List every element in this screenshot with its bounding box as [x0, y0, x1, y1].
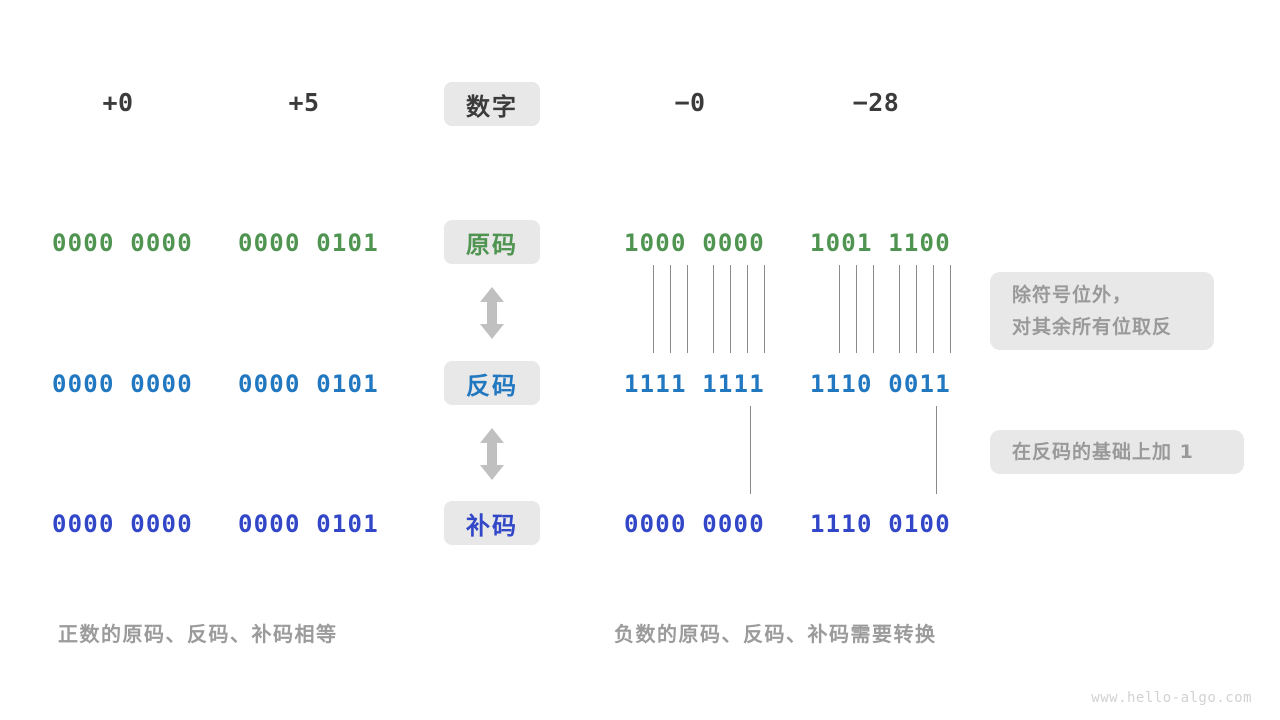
row-yuanma-plus-five: 0000 0101: [238, 229, 379, 257]
connector-line-invert: [764, 265, 765, 353]
row-fanma-minus-twentyeight: 1110 0011: [810, 370, 951, 398]
connector-line-invert: [713, 265, 714, 353]
invert-note: 除符号位外， 对其余所有位取反: [990, 272, 1214, 350]
connector-line-invert: [839, 265, 840, 353]
connector-line-invert: [899, 265, 900, 353]
row-buma-minus-zero: 0000 0000: [624, 510, 765, 538]
connector-line-invert: [873, 265, 874, 353]
connector-line-invert: [747, 265, 748, 353]
row-yuanma-plus-zero: 0000 0000: [52, 229, 193, 257]
connector-line-invert: [856, 265, 857, 353]
connector-line-invert: [933, 265, 934, 353]
invert-note-line-1: 除符号位外，: [1012, 284, 1133, 306]
connector-line-invert: [916, 265, 917, 353]
connector-line-invert: [670, 265, 671, 353]
header-minus-zero: −0: [674, 88, 706, 117]
caption-negative: 负数的原码、反码、补码需要转换: [614, 622, 937, 646]
row-fanma-plus-zero: 0000 0000: [52, 370, 193, 398]
row-buma-plus-five: 0000 0101: [238, 510, 379, 538]
row-label-yuanma: 原码: [444, 220, 540, 264]
double-arrow-icon-yuanma-fanma: [479, 287, 505, 339]
row-label-buma: 补码: [444, 501, 540, 545]
header-plus-five: +5: [288, 88, 320, 117]
row-yuanma-minus-zero: 1000 0000: [624, 229, 765, 257]
connector-line-invert: [687, 265, 688, 353]
connector-line-carry: [936, 406, 937, 494]
invert-note-line-2: 对其余所有位取反: [1012, 316, 1173, 338]
row-buma-plus-zero: 0000 0000: [52, 510, 193, 538]
connector-line-carry: [750, 406, 751, 494]
row-label-fanma: 反码: [444, 361, 540, 405]
row-fanma-minus-zero: 1111 1111: [624, 370, 765, 398]
connector-line-invert: [653, 265, 654, 353]
connector-line-invert: [730, 265, 731, 353]
watermark: www.hello-algo.com: [1091, 690, 1252, 706]
row-buma-minus-twentyeight: 1110 0100: [810, 510, 951, 538]
caption-positive: 正数的原码、反码、补码相等: [58, 622, 338, 646]
row-yuanma-minus-twentyeight: 1001 1100: [810, 229, 951, 257]
add-one-note: 在反码的基础上加 1: [990, 430, 1244, 474]
header-minus-twentyeight: −28: [852, 88, 900, 117]
connector-line-invert: [950, 265, 951, 353]
header-row-label-pill: 数字: [444, 82, 540, 126]
add-one-note-line-1: 在反码的基础上加 1: [1012, 441, 1194, 463]
double-arrow-icon-fanma-buma: [479, 428, 505, 480]
row-fanma-plus-five: 0000 0101: [238, 370, 379, 398]
header-plus-zero: +0: [102, 88, 134, 117]
